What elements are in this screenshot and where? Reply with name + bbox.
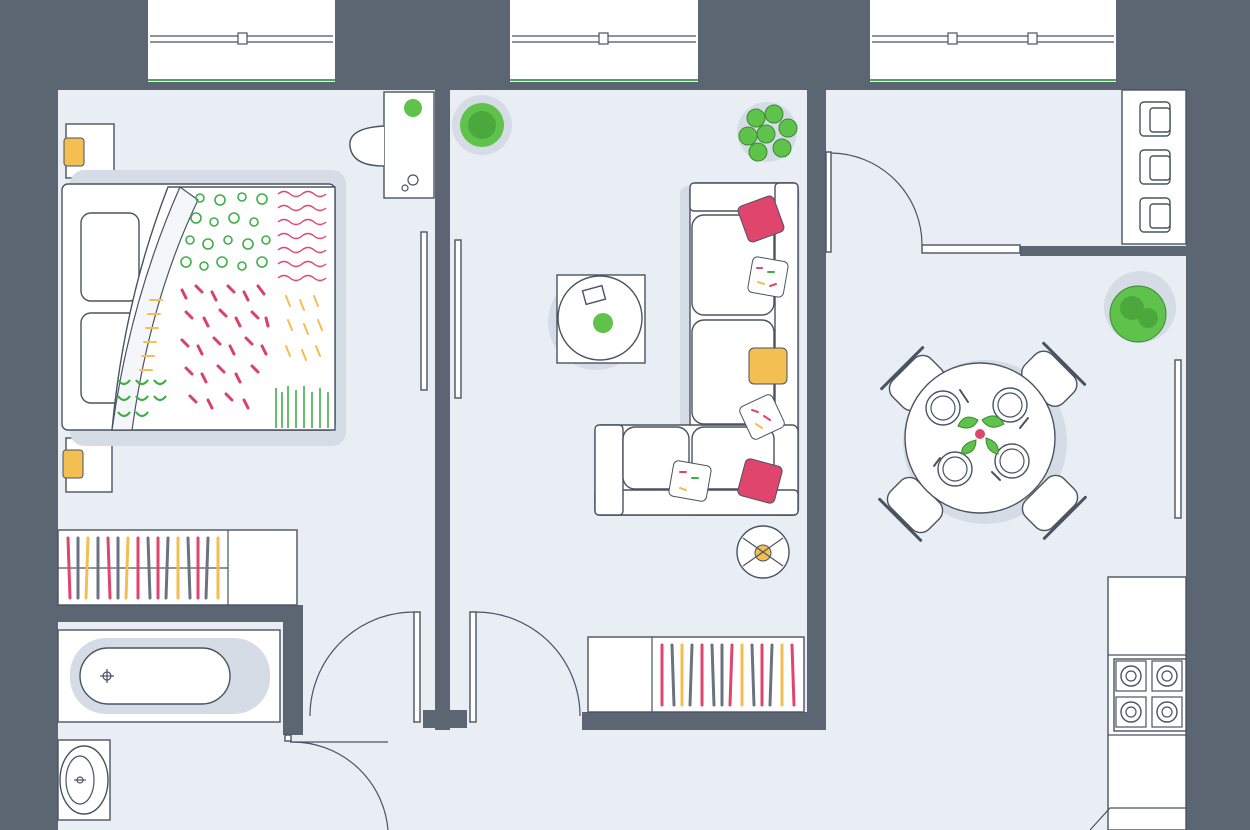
nightstand	[63, 123, 115, 179]
cushion	[748, 347, 788, 385]
potted-plant-icon	[1104, 271, 1176, 343]
wall-living-bottom	[582, 712, 826, 730]
bathroom	[57, 629, 281, 821]
doors	[284, 611, 581, 830]
coffee-table	[548, 274, 646, 370]
potted-plant-icon	[737, 102, 798, 162]
potted-plant-icon	[452, 95, 512, 155]
cushion	[737, 195, 785, 243]
swing-door-icon	[284, 734, 389, 830]
swing-door-icon	[309, 611, 421, 723]
wall-bedroom-living	[435, 90, 450, 730]
wall-bedroom-bottom	[58, 605, 303, 622]
bed-pattern-dashes	[180, 284, 270, 410]
bookshelf	[57, 529, 298, 606]
double-bed-icon	[61, 170, 346, 446]
bed-pattern-arcs	[117, 379, 167, 418]
potted-plant-icon	[957, 415, 1005, 455]
window-icon	[148, 0, 335, 82]
window-icon	[870, 0, 1116, 82]
bedroom	[57, 91, 462, 606]
wall-door-post	[423, 710, 467, 728]
washbasin-icon	[57, 739, 111, 821]
wardrobe-sliding-door	[420, 231, 462, 399]
nightstand	[62, 437, 113, 493]
cushion	[747, 256, 789, 298]
potted-plant-icon	[404, 99, 422, 117]
four-burner-stove-icon	[1113, 658, 1187, 732]
windows	[148, 0, 1116, 82]
kitchen-counter	[1089, 576, 1187, 830]
books	[660, 643, 796, 707]
window-icon	[510, 0, 698, 82]
kitchen-shelf	[1121, 89, 1187, 245]
bed-pattern-stripes	[275, 386, 329, 428]
wall-living-kitchen	[807, 90, 826, 730]
desk	[349, 91, 435, 199]
bathtub-icon	[57, 629, 281, 723]
bed-pattern-waves	[277, 190, 327, 282]
cushion	[668, 460, 712, 502]
books	[66, 536, 220, 600]
corner-sofa-icon	[594, 182, 800, 516]
kitchen-dining	[825, 89, 1187, 830]
bookshelf	[587, 636, 805, 713]
floor-lamp-icon	[736, 525, 790, 579]
swing-door-icon	[825, 151, 1021, 254]
round-dining-table-icon	[878, 341, 1087, 542]
swing-door-icon	[469, 611, 581, 723]
bed-pattern-yellow	[139, 295, 323, 371]
wall-kitchen-nook	[1020, 246, 1186, 256]
dining-chair	[1021, 474, 1087, 540]
living-room	[452, 95, 805, 713]
wall-bath-side	[283, 605, 303, 735]
interior-walls	[58, 90, 1186, 735]
radiator	[1174, 359, 1182, 519]
cushion	[737, 458, 783, 504]
plates	[925, 387, 1030, 487]
bed-pattern-circles	[180, 192, 271, 271]
cushion	[739, 394, 785, 440]
